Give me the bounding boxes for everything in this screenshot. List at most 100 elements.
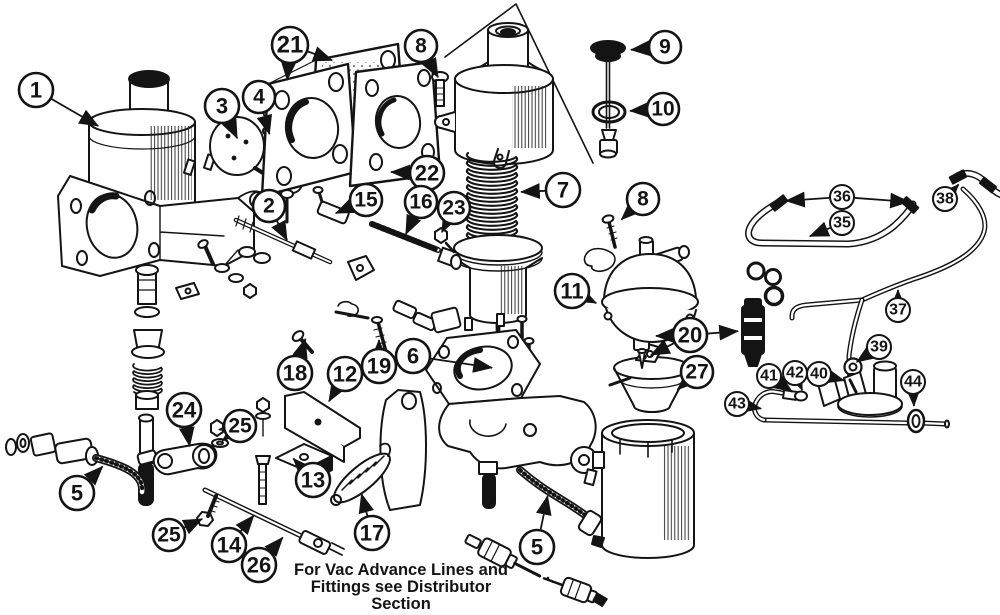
callout-5: 5 [518,528,556,566]
callout-14: 14 [210,526,248,564]
callout-23: 23 [436,190,472,226]
leader-arrow-3 [221,117,238,140]
leader-arrow-40 [823,368,846,384]
leader-arrow-13 [292,457,312,478]
callout-36: 36 [829,184,855,210]
section-divider-line [444,3,594,164]
svg-text:24: 24 [172,398,197,423]
callout-24: 24 [165,391,203,429]
callout-39: 39 [866,334,892,360]
callout-42: 42 [782,360,808,386]
svg-text:18: 18 [283,361,307,386]
vac-advance-note-line1: For Vac Advance Lines and [294,561,508,579]
leader-arrow-8 [422,56,439,79]
leader-arrow-5 [83,465,104,486]
callout-20: 20 [671,316,709,354]
svg-text:21: 21 [277,32,304,59]
callout-25: 25 [151,517,187,553]
leader-arrow-6 [430,357,494,373]
svg-text:12: 12 [333,362,357,387]
callout-8: 8 [403,28,439,64]
leader-arrow-17 [358,492,375,516]
svg-text:25: 25 [157,524,181,547]
leader-arrow-36 [854,192,910,209]
callout-15: 15 [348,182,384,218]
leader-arrow-41 [772,374,794,393]
leader-arrow-4 [256,113,272,136]
leader-arrow-8 [620,200,641,221]
callout-22: 22 [408,154,446,192]
leader-arrow-9 [630,40,651,57]
leader-arrow-10 [629,101,650,118]
fuel-pump [583,214,699,343]
svg-text:44: 44 [904,374,922,391]
leader-arrow-15 [334,198,357,215]
fuel-pickup-assembly [751,360,950,434]
callout-8: 8 [625,181,661,217]
callout-44: 44 [900,369,926,395]
svg-text:36: 36 [833,189,851,206]
svg-text:14: 14 [217,533,242,558]
callout-21: 21 [270,25,310,65]
leader-arrow-25 [217,418,239,435]
svg-text:11: 11 [560,279,583,304]
lever-spring-17 [330,389,427,511]
svg-text:7: 7 [557,178,569,203]
leader-arrow-25 [221,422,243,442]
svg-text:9: 9 [659,36,671,59]
leader-arrow-39 [855,344,877,363]
svg-text:19: 19 [367,354,391,379]
center-dashpot [434,22,554,170]
svg-text:20: 20 [678,323,702,348]
svg-text:41: 41 [760,368,778,385]
svg-text:3: 3 [216,94,228,119]
callout-2: 2 [251,188,287,224]
svg-text:15: 15 [354,189,378,212]
callout-25: 25 [222,408,258,444]
leader-arrow-42 [787,369,804,392]
svg-text:37: 37 [889,302,907,319]
leader-arrow-20 [707,324,739,341]
callout-37: 37 [885,297,911,323]
svg-text:5: 5 [531,535,543,560]
svg-text:35: 35 [833,215,851,232]
svg-text:16: 16 [409,191,432,214]
callout-35: 35 [829,210,855,236]
debris-dot [546,576,550,580]
callout-38: 38 [932,186,958,212]
leader-arrow-24 [178,426,195,448]
leader-arrow-27 [676,371,697,391]
leader-arrow-20 [649,339,675,356]
svg-text:27: 27 [685,361,708,384]
leader-arrow-16 [405,213,422,236]
callout-40: 40 [806,361,832,387]
heat-shield-bracket [284,391,361,463]
leader-arrow-5 [536,494,552,530]
leader-arrow-36 [785,191,830,208]
fuel-line-connector-2 [542,576,608,607]
svg-text:25: 25 [228,415,252,438]
callout-10: 10 [645,91,681,127]
leader-arrow-11 [575,287,598,304]
small-hardware-left [175,239,271,300]
callout-9: 9 [647,29,683,65]
artwork-layer [5,3,1000,607]
leader-arrow-23 [441,211,458,234]
callout-3: 3 [203,87,241,125]
fuel-pipe-long [789,186,988,363]
svg-text:5: 5 [71,481,83,506]
svg-text:4: 4 [253,86,265,109]
svg-text:17: 17 [360,521,384,546]
leader-arrow-1 [51,98,100,127]
callout-6: 6 [394,337,432,375]
callout-16: 16 [403,184,439,220]
callout-5: 5 [58,474,96,512]
fuel-hose-left [5,432,147,496]
callout-13: 13 [294,461,332,499]
fuel-hose-short [948,169,1000,199]
damper-assembly [590,40,627,159]
leader-arrow-43 [741,397,763,413]
